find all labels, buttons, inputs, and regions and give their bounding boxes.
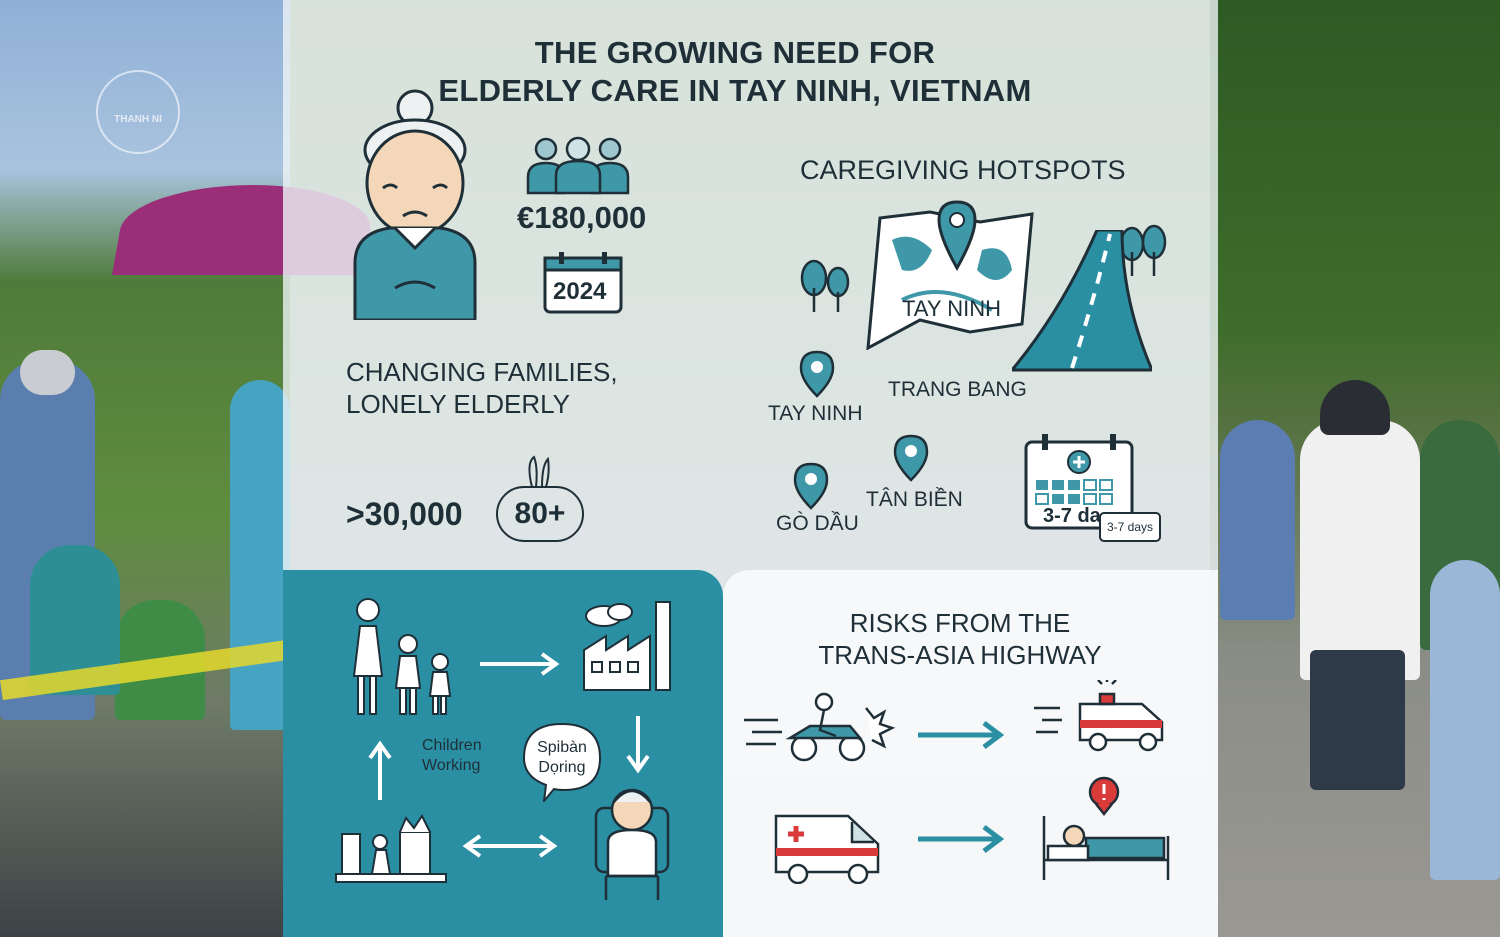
- map-label: TAY NINH: [902, 296, 1002, 321]
- motorcycle-crash-icon: [744, 692, 896, 762]
- children-working-label: Children Working: [422, 736, 482, 776]
- elderly-chair-icon: [594, 788, 670, 900]
- location-pin-icon-tay-ninh: [799, 350, 835, 398]
- speech-bubble-text: Spibàn Dọring: [530, 738, 594, 778]
- factory-icon: [583, 601, 671, 691]
- place-go-dau: GÒ DẦU: [776, 512, 859, 535]
- place-tan-bien: TÂN BIỀN: [866, 488, 963, 511]
- place-trang-bang: TRANG BANG: [888, 378, 1027, 401]
- elderly-count: €180,000: [517, 200, 647, 235]
- risks-line-1: RISKS FROM THE: [849, 608, 1071, 638]
- arrow-icon-right: [480, 652, 560, 676]
- toys-icon: [335, 814, 447, 883]
- location-pin-icon-go-dau: [793, 462, 829, 510]
- calendar-icon: [543, 252, 623, 314]
- roadside-scene-right: [1210, 0, 1500, 937]
- place-tay-ninh: TAY NINH: [768, 402, 863, 425]
- year-label: 2024: [553, 278, 607, 305]
- highway-icon: [1012, 230, 1152, 372]
- changing-families-line-2: LONELY ELDERLY: [346, 389, 570, 419]
- trees-icon: [800, 259, 850, 312]
- age-badge: 80+: [496, 486, 584, 542]
- title-line-1: THE GROWING NEED FOR: [534, 35, 936, 70]
- arrow-icon-risk-1: [918, 721, 1005, 749]
- bubble-line-1: Spibàn: [537, 739, 587, 756]
- calendar-days-badge: 3-7 days: [1099, 512, 1161, 542]
- title-line-2: ELDERLY CARE IN TAY NINH, VIETNAM: [438, 73, 1032, 108]
- medical-calendar-icon: [1024, 434, 1134, 530]
- watermark-logo: THANH NI: [96, 70, 180, 154]
- calendar-days-text: 3-7 da: [1043, 505, 1101, 527]
- elderly-woman-icon: [353, 89, 477, 320]
- roadside-scene-left: [0, 0, 378, 937]
- page-title: THE GROWING NEED FOR ELDERLY CARE IN TAY…: [330, 34, 1140, 110]
- changing-families-line-1: CHANGING FAMILIES,: [346, 357, 618, 387]
- speech-bubble-icon: [522, 722, 602, 802]
- hotspots-heading: CAREGIVING HOTSPOTS: [800, 155, 1126, 185]
- over-count: >30,000: [346, 496, 463, 532]
- arrow-icon-up: [368, 740, 392, 800]
- bubble-line-2: Dọring: [538, 759, 586, 776]
- people-group-icon: [526, 136, 630, 195]
- map-icon: [866, 200, 1034, 350]
- arrow-icon-double: [462, 834, 558, 858]
- location-pin-icon-tan-bien: [893, 434, 929, 482]
- ambulance-icon: [1034, 680, 1164, 752]
- arrow-icon-down: [626, 716, 650, 774]
- changing-families-heading: CHANGING FAMILIES, LONELY ELDERLY: [346, 356, 618, 420]
- children-label-line-1: Children: [422, 737, 482, 754]
- bunny-ears-icon: [528, 455, 550, 488]
- children-label-line-2: Working: [422, 757, 481, 774]
- risks-heading: RISKS FROM THE TRANS-ASIA HIGHWAY: [800, 607, 1120, 671]
- hospital-bed-icon: [1042, 776, 1170, 880]
- ambulance-icon-2: [774, 814, 880, 884]
- arrow-icon-risk-2: [918, 825, 1005, 853]
- risks-line-2: TRANS-ASIA HIGHWAY: [818, 640, 1102, 670]
- family-icon: [352, 598, 452, 715]
